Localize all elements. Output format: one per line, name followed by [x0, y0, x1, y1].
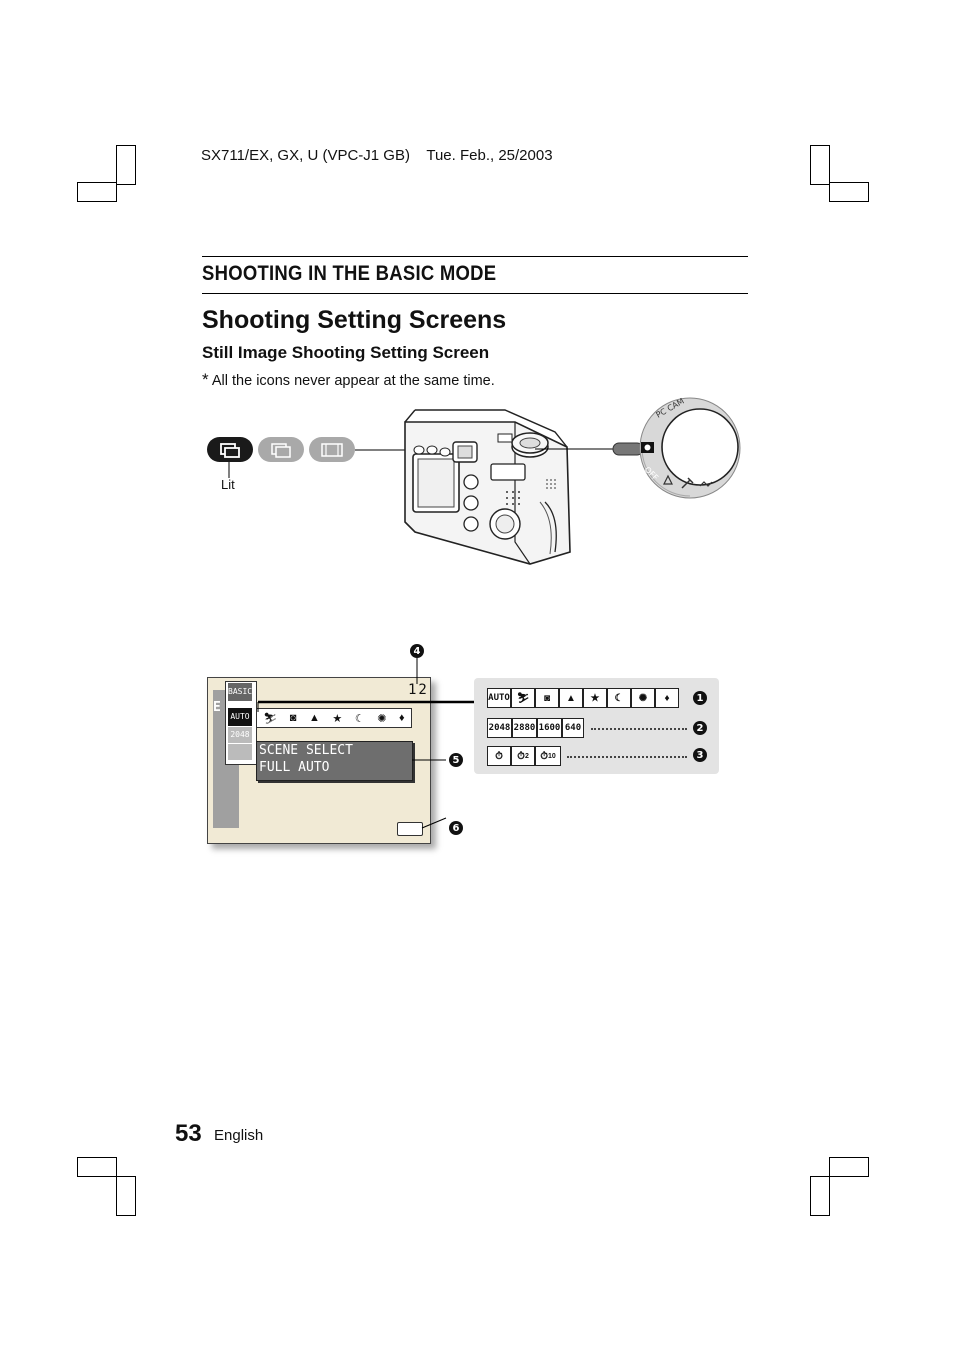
lcd-self-timer-icon: [228, 744, 252, 760]
language-label: English: [214, 1127, 264, 1144]
res-2880: 2880: [512, 718, 537, 738]
sports-icon: ⛷: [263, 712, 278, 725]
res-2048: 2048: [487, 718, 512, 738]
timer-10-sub: 10: [548, 752, 556, 760]
page-title: Shooting Setting Screens: [202, 306, 507, 334]
date-text: Tue. Feb., 25/2003: [426, 147, 553, 164]
crop-mark: [829, 1157, 869, 1177]
video-clip-indicator: [309, 437, 355, 462]
lcd-scene-icon-row: ⛷ ◙ ▲ ★ ☾ ✺ ♦: [256, 708, 412, 728]
note-marker: *: [202, 370, 209, 389]
still-image-icon: [220, 442, 240, 458]
crop-mark: [829, 182, 869, 202]
callout-lines: [257, 658, 474, 829]
sports-icon: ⛷: [511, 688, 535, 708]
night-portrait-icon: ☾: [354, 712, 365, 725]
night-view-icon: ★: [583, 688, 607, 708]
crop-mark: [116, 1176, 136, 1216]
callout-1: 1: [693, 691, 707, 705]
lcd-screen: E BASIC AUTO 2048 12 ⛷ ◙ ▲ ★ ☾ ✺ ♦ SCENE…: [207, 677, 431, 844]
section-rule-bottom: [202, 293, 748, 294]
pc-icon: [699, 481, 713, 487]
lamp-icon: ♦: [655, 688, 679, 708]
icon-legend-panel: AUTO ⛷ ◙ ▲ ★ ☾ ✺ ♦ 1 2048 2880 1600 640 …: [474, 678, 719, 774]
lit-label: Lit: [221, 477, 235, 492]
video-clip-icon: [321, 442, 343, 457]
mode-dial: PC CAM OFF: [639, 396, 741, 499]
camera-illustration: [404, 409, 571, 565]
doc-header: SX711/EX, GX, U (VPC-J1 GB) Tue. Feb., 2…: [201, 147, 553, 164]
fireworks-icon: ✺: [377, 712, 387, 725]
note: * All the icons never appear at the same…: [202, 370, 495, 390]
landscape-icon: ▲: [308, 712, 320, 724]
popup-line1: SCENE SELECT: [259, 743, 353, 758]
crop-mark: [810, 1176, 830, 1216]
still-image-indicator: [207, 437, 253, 462]
model-text: SX711/EX, GX, U (VPC-J1 GB): [201, 147, 410, 164]
note-text: All the icons never appear at the same t…: [211, 373, 495, 389]
landscape-icon: ▲: [559, 688, 583, 708]
crop-mark: [810, 145, 830, 185]
section-rule-top: [202, 256, 748, 257]
sequential-shots-icon: [271, 442, 291, 458]
lcd-side-label: E: [213, 700, 221, 715]
portrait-icon: ◙: [535, 688, 559, 708]
popup-line2: FULL AUTO: [259, 760, 330, 775]
sequential-shots-indicator: [258, 437, 304, 462]
night-portrait-icon: ☾: [607, 688, 631, 708]
play-icon: [663, 474, 673, 485]
lcd-popup: SCENE SELECT FULL AUTO: [256, 741, 413, 781]
lcd-shot-count: 12: [408, 682, 429, 698]
wrench-icon: [681, 477, 694, 489]
leader-dots-3: [567, 756, 687, 758]
crop-mark: [116, 145, 136, 185]
self-timer-2-icon: ⏱2: [511, 746, 535, 766]
fireworks-icon: ✺: [631, 688, 655, 708]
self-timer-off-icon: ⏱: [487, 746, 511, 766]
callout-5: 5: [449, 753, 463, 767]
section-title: SHOOTING IN THE BASIC MODE: [202, 262, 497, 285]
legend-row-scene: AUTO ⛷ ◙ ▲ ★ ☾ ✺ ♦: [487, 688, 679, 708]
self-timer-10-icon: ⏱10: [535, 746, 561, 766]
dial-leader-line: [535, 442, 644, 456]
portrait-icon: ◙: [289, 712, 297, 724]
night-view-icon: ★: [332, 712, 343, 725]
page-number: 53: [175, 1120, 202, 1147]
battery-icon: [397, 822, 423, 836]
timer-2-sub: 2: [524, 752, 529, 760]
legend-row-timer: ⏱ ⏱2 ⏱10: [487, 746, 561, 766]
legend-row-resolution: 2048 2880 1600 640: [487, 718, 584, 738]
legend-auto: AUTO: [487, 688, 511, 708]
leader-dots-2: [591, 728, 687, 730]
res-1600: 1600: [537, 718, 562, 738]
res-640: 640: [562, 718, 584, 738]
callout-4: 4: [410, 644, 424, 658]
subtitle: Still Image Shooting Setting Screen: [202, 343, 490, 362]
crop-mark: [77, 182, 117, 202]
crop-mark: [77, 1157, 117, 1177]
callout-6: 6: [449, 821, 463, 835]
lcd-menu-auto: AUTO: [228, 708, 252, 726]
lamp-icon: ♦: [399, 712, 405, 724]
lcd-menu-2048: 2048: [228, 727, 252, 743]
callout-2: 2: [693, 721, 707, 735]
lcd-menu-basic: BASIC: [228, 683, 252, 701]
lit-leader-line: [228, 462, 230, 478]
callout-3: 3: [693, 748, 707, 762]
indicator-leader-line: [355, 449, 413, 451]
